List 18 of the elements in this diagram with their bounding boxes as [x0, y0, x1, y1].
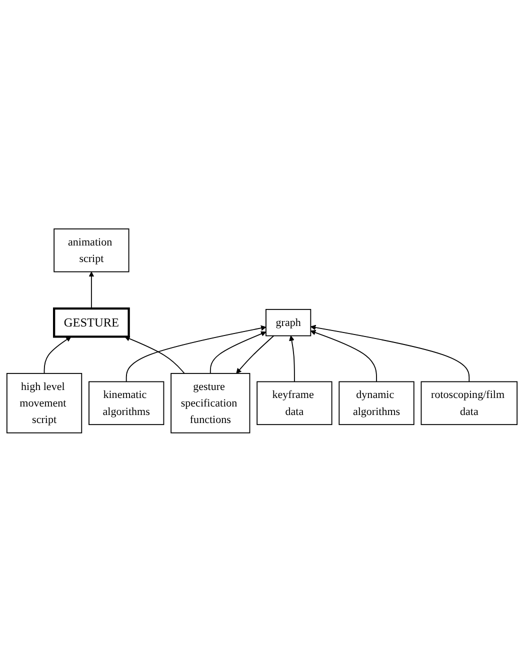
node-box: high level movement script — [6, 373, 82, 434]
arrow — [88, 272, 94, 310]
arrow — [126, 326, 266, 382]
arrow — [289, 336, 295, 382]
arrow — [236, 335, 274, 374]
arrow — [44, 336, 72, 374]
node-box: keyframe data — [256, 381, 332, 426]
node-box: animation script — [54, 228, 130, 272]
arrow — [310, 324, 470, 382]
node-box: dynamic algorithms — [338, 381, 414, 426]
node-box: GESTURE — [53, 308, 130, 338]
node-box: kinematic algorithms — [88, 381, 164, 426]
arrow — [210, 331, 266, 374]
arrow — [124, 336, 185, 374]
node-box: gesture specification functions — [170, 373, 250, 434]
arrow — [310, 330, 377, 382]
node-box: graph — [266, 309, 312, 336]
node-box: rotoscoping/film data — [420, 381, 518, 426]
